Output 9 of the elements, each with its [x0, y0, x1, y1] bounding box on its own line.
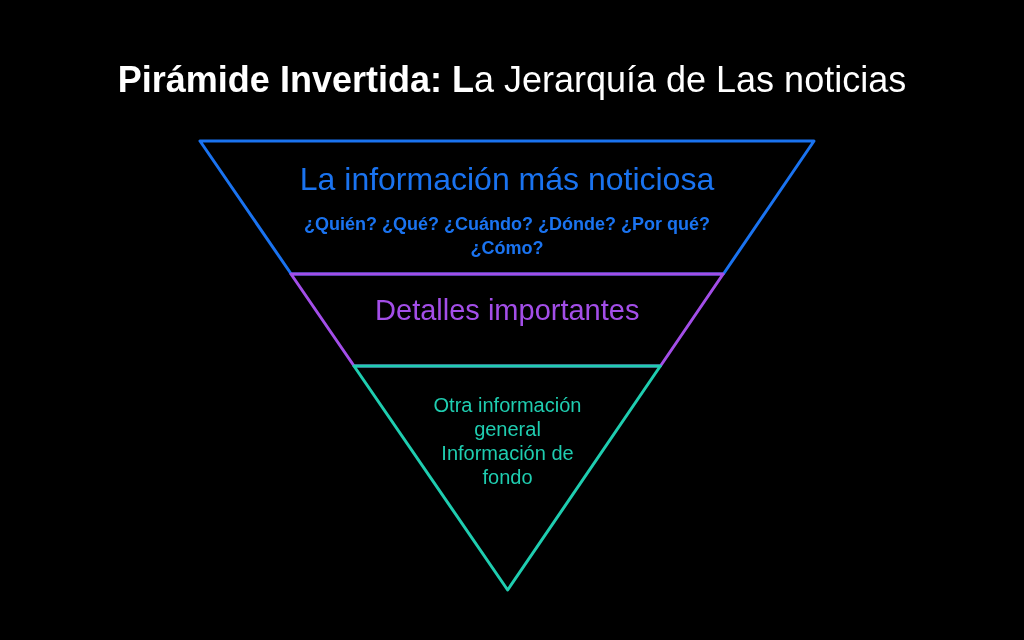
pyramid-tip-triangle — [351, 363, 664, 593]
diagram-title: Pirámide Invertida: La Jerarquía de Las noticias — [117, 58, 907, 102]
questions-text: ¿Quién? ¿Qué? ¿Cuándo? ¿Dónde? ¿Por qué? ¿Cómo? — [303, 213, 711, 260]
band-label: Detalles importantes — [375, 293, 640, 327]
band-heading: La información más noticiosa — [299, 160, 715, 198]
pyramid-band — [288, 271, 727, 369]
band-text: Información de fondo — [440, 441, 575, 489]
pyramid-band — [197, 138, 817, 277]
band-text: Otra información general — [432, 393, 583, 441]
